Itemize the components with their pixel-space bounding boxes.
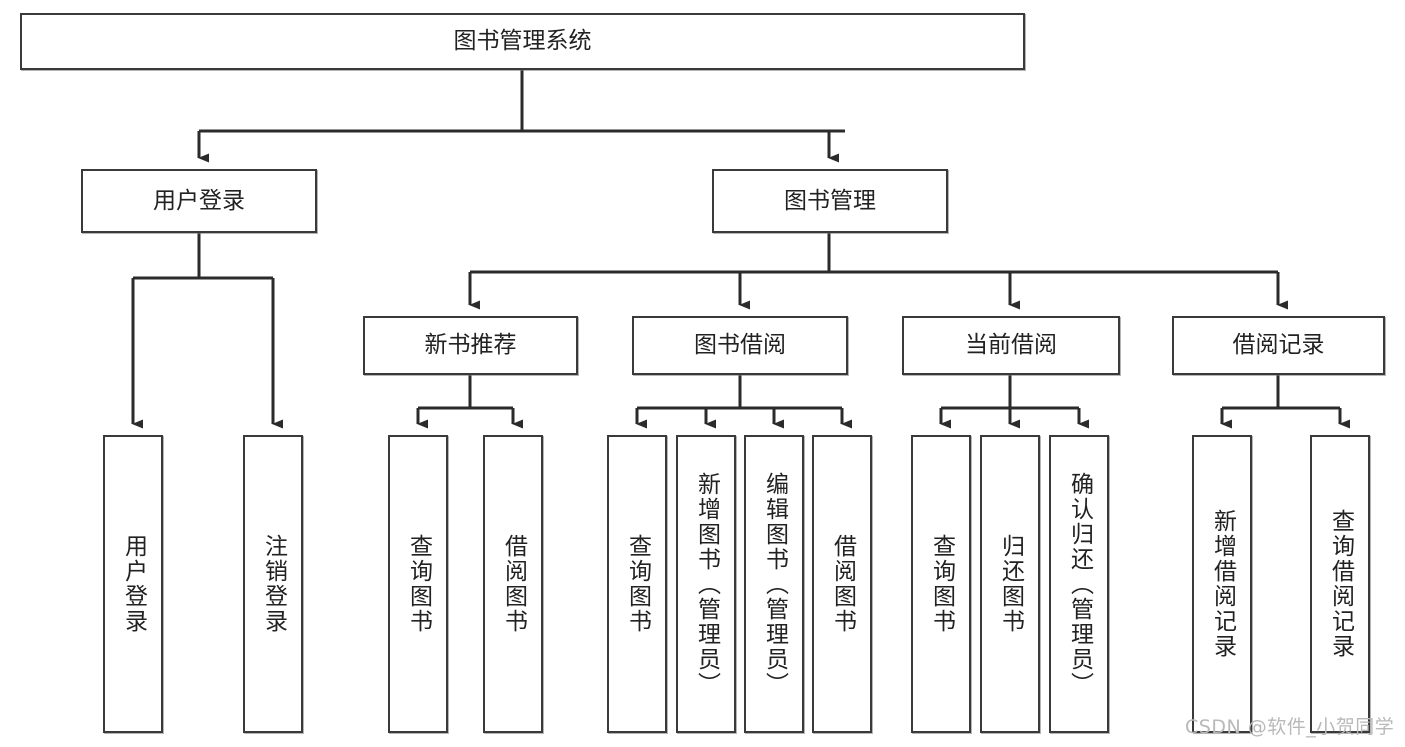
node-leaf-query-book-1-label: 查询图书: [405, 534, 432, 634]
node-root-book-management-system[interactable]: 图书管理系统: [20, 13, 1025, 70]
node-leaf-logout-login[interactable]: 注销登录: [243, 435, 303, 733]
node-leaf-query-book-3[interactable]: 查询图书: [911, 435, 971, 733]
node-leaf-query-book-2-label: 查询图书: [624, 534, 651, 634]
node-leaf-user-login[interactable]: 用户登录: [103, 435, 163, 733]
node-leaf-edit-book-label: 编辑图书（管理员）: [761, 471, 788, 697]
node-leaf-borrow-book-1-label: 借阅图书: [500, 534, 527, 634]
node-leaf-query-record-label: 查询借阅记录: [1327, 509, 1354, 659]
node-user-login[interactable]: 用户登录: [81, 169, 317, 233]
node-book-borrow[interactable]: 图书借阅: [632, 316, 848, 375]
node-leaf-query-record[interactable]: 查询借阅记录: [1310, 435, 1370, 733]
node-leaf-add-record[interactable]: 新增借阅记录: [1192, 435, 1252, 733]
node-book-management-label: 图书管理: [784, 187, 876, 214]
node-leaf-return-book-label: 归还图书: [997, 534, 1024, 634]
node-leaf-query-book-2[interactable]: 查询图书: [607, 435, 667, 733]
node-borrow-record-label: 借阅记录: [1232, 332, 1325, 359]
node-user-login-label: 用户登录: [153, 187, 245, 214]
node-leaf-return-book[interactable]: 归还图书: [980, 435, 1040, 733]
node-root-label: 图书管理系统: [453, 28, 592, 55]
node-leaf-borrow-book-2[interactable]: 借阅图书: [812, 435, 872, 733]
node-leaf-add-book-label: 新增图书（管理员）: [693, 471, 720, 697]
node-leaf-query-book-3-label: 查询图书: [928, 534, 955, 634]
node-current-borrow[interactable]: 当前借阅: [902, 316, 1120, 375]
csdn-watermark: CSDN @软件_小贺同学: [1185, 716, 1395, 738]
node-leaf-add-book[interactable]: 新增图书（管理员）: [676, 435, 736, 733]
node-book-management[interactable]: 图书管理: [712, 169, 948, 233]
node-leaf-borrow-book-2-label: 借阅图书: [829, 534, 856, 634]
node-new-book-recommend-label: 新书推荐: [424, 332, 517, 359]
node-leaf-logout-login-label: 注销登录: [260, 534, 287, 634]
node-leaf-add-record-label: 新增借阅记录: [1209, 509, 1236, 659]
node-current-borrow-label: 当前借阅: [965, 332, 1057, 359]
node-leaf-user-login-label: 用户登录: [120, 534, 147, 634]
node-book-borrow-label: 图书借阅: [694, 332, 786, 359]
node-borrow-record[interactable]: 借阅记录: [1172, 316, 1385, 375]
node-new-book-recommend[interactable]: 新书推荐: [363, 316, 578, 375]
node-leaf-edit-book[interactable]: 编辑图书（管理员）: [744, 435, 804, 733]
node-leaf-query-book-1[interactable]: 查询图书: [388, 435, 448, 733]
node-leaf-confirm-return[interactable]: 确认归还（管理员）: [1049, 435, 1109, 733]
node-leaf-confirm-return-label: 确认归还（管理员）: [1066, 471, 1093, 697]
node-leaf-borrow-book-1[interactable]: 借阅图书: [483, 435, 543, 733]
